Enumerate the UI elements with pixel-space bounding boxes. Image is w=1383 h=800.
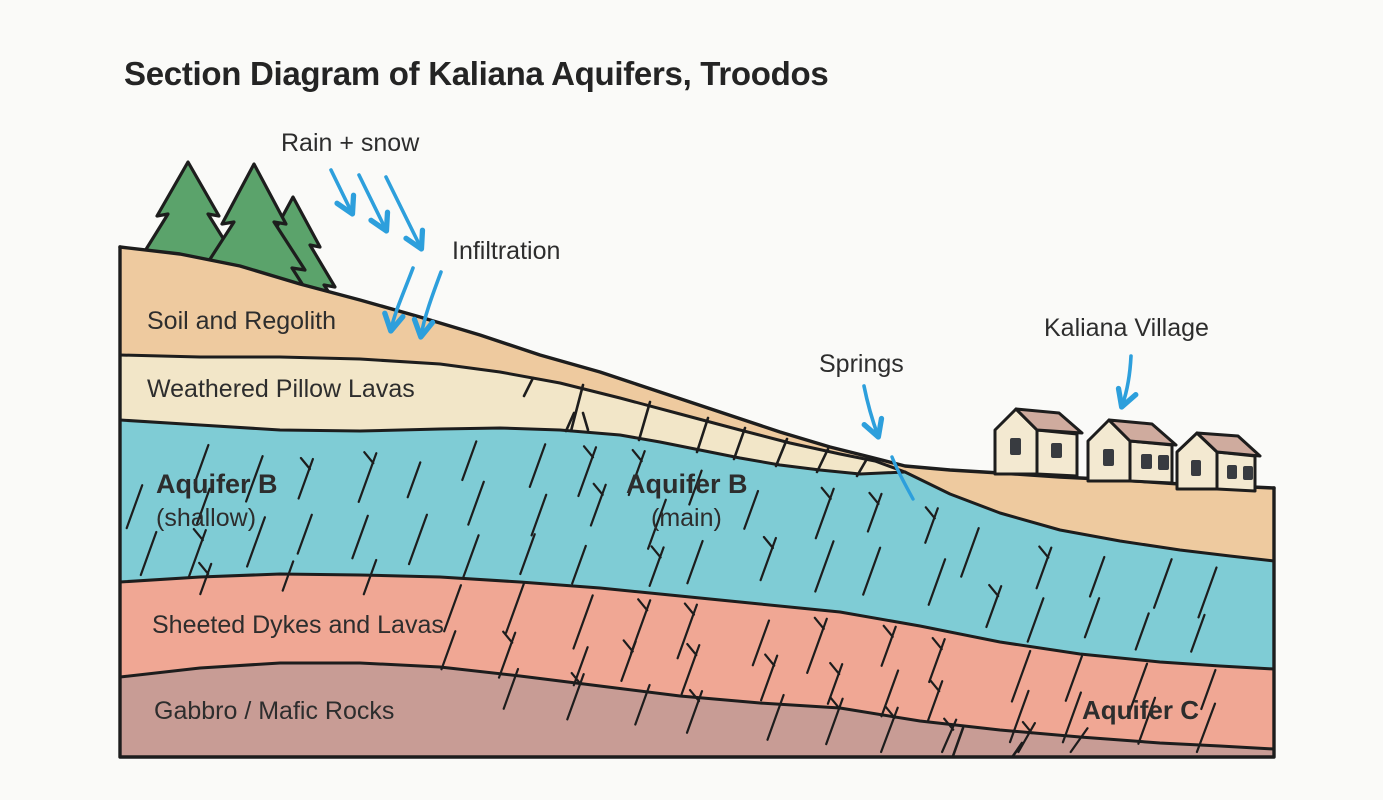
house-icon [1086, 418, 1178, 485]
stratum-shape [118, 245, 1276, 759]
window-icon [1010, 438, 1021, 455]
aquifer-b-shallow-label: Aquifer B [156, 469, 278, 499]
stratum-shape [120, 420, 1274, 669]
aquifer-b-shallow-qualifier: (shallow) [156, 504, 257, 532]
window-icon [1243, 466, 1253, 480]
annotation-arrows [329, 168, 1139, 440]
stratum-shape [120, 355, 905, 474]
rain-arrow-icon [384, 175, 426, 252]
rain-snow-label: Rain + snow [281, 129, 420, 157]
stratum-shape [118, 572, 1276, 671]
sheeted-layer-label: Sheeted Dykes and Lavas [152, 611, 444, 639]
house-icon [1175, 431, 1262, 493]
window-icon [1103, 449, 1114, 466]
window-icon [1158, 455, 1169, 470]
page-title: Section Diagram of Kaliana Aquifers, Tro… [124, 55, 829, 92]
stratum-shape [118, 353, 1276, 563]
village-label: Kaliana Village [1044, 314, 1209, 342]
village-arrow-icon [1115, 354, 1139, 410]
weathered-layer-label: Weathered Pillow Lavas [147, 375, 415, 403]
springs-arrow-icon [861, 384, 885, 440]
hatch-lines [125, 440, 1218, 754]
infiltration-arrow-icon [382, 266, 415, 334]
stratum-shape [118, 418, 907, 476]
window-icon [1141, 454, 1152, 469]
fracture-hatching [125, 440, 1218, 754]
window-icon [1227, 465, 1237, 479]
stratum-shape [120, 247, 1274, 561]
water-stream-icon [890, 455, 915, 501]
aquifer-b-main-label: Aquifer B [626, 469, 748, 499]
stratum-shape [118, 661, 1276, 751]
aquifer-b-main-qualifier: (main) [651, 504, 722, 532]
window-icon [1191, 460, 1201, 476]
infiltration-arrow-icon [411, 270, 443, 340]
stratum-shape [120, 574, 1274, 749]
strata-layers [118, 245, 1276, 759]
infiltration-label: Infiltration [452, 237, 561, 265]
soil-layer-label: Soil and Regolith [147, 307, 337, 335]
window-icon [1051, 443, 1062, 458]
aquifer-c-label: Aquifer C [1082, 695, 1199, 725]
house-icon [993, 407, 1084, 478]
village-houses [993, 407, 1262, 493]
rain-arrow-icon [329, 168, 357, 217]
gabbro-layer-label: Gabbro / Mafic Rocks [154, 697, 395, 725]
springs-label: Springs [819, 350, 904, 378]
rain-arrow-icon [357, 173, 391, 234]
pillow-lava-joints [522, 376, 1024, 758]
stratum-shape [120, 663, 1274, 757]
